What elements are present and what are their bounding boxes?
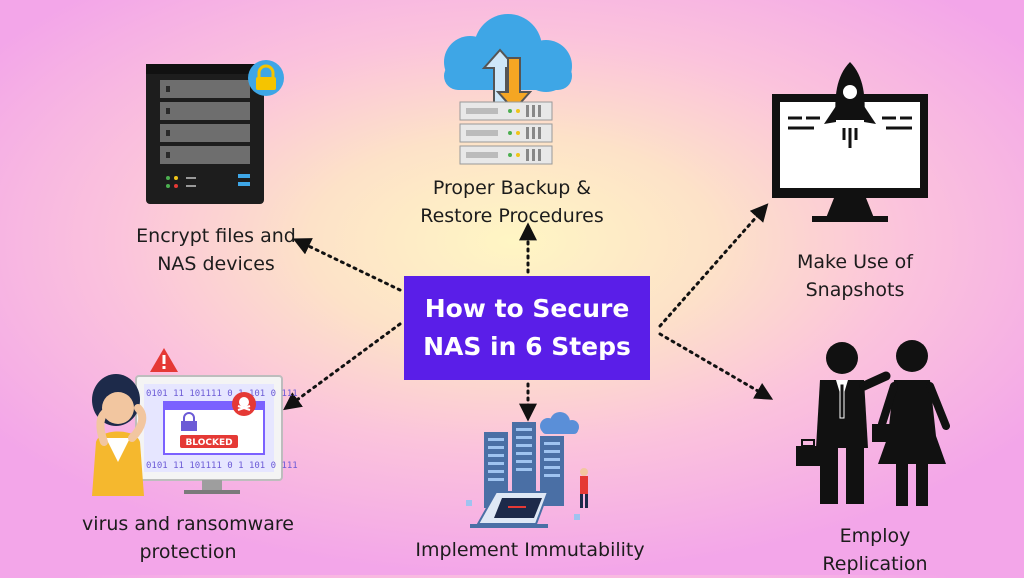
replication-label: Employ Replication xyxy=(780,522,970,578)
encrypt-label-line1: Encrypt files and xyxy=(136,225,296,247)
backup-label: Proper Backup & Restore Procedures xyxy=(388,174,636,230)
snapshots-label-line1: Make Use of xyxy=(797,251,913,273)
business-people-icon xyxy=(796,340,950,506)
virus-label-line2: protection xyxy=(139,541,237,563)
datacenter-icon xyxy=(466,412,588,528)
immutability-label-line1: Implement Immutability xyxy=(415,539,645,561)
arrow-to-replication xyxy=(658,332,774,400)
blocked-computer-icon: 0101 11 101111 0 1 101 0 111 0101 11 101… xyxy=(92,348,298,496)
replication-label-line2: Replication xyxy=(822,553,928,575)
immutability-label: Implement Immutability xyxy=(396,536,664,564)
binary-text-top: 0101 11 101111 0 1 101 0 111 xyxy=(146,389,298,399)
snapshots-label: Make Use of Snapshots xyxy=(760,248,950,304)
replication-label-line1: Employ xyxy=(839,525,911,547)
arrow-to-encrypt xyxy=(292,238,402,292)
snapshots-label-line2: Snapshots xyxy=(805,279,905,301)
virus-label-line1: virus and ransomware xyxy=(82,513,294,535)
blocked-text: BLOCKED xyxy=(185,438,232,448)
encrypt-label-line2: NAS devices xyxy=(157,253,275,275)
encrypt-label: Encrypt files and NAS devices xyxy=(88,222,344,278)
backup-label-line1: Proper Backup & xyxy=(432,177,592,199)
virus-label: virus and ransomware protection xyxy=(60,510,316,566)
nas-lock-icon xyxy=(146,60,284,204)
backup-label-line2: Restore Procedures xyxy=(420,205,604,227)
center-title-line2: NAS in 6 Steps xyxy=(423,332,631,361)
cloud-backup-icon xyxy=(444,14,572,165)
binary-text-bottom: 0101 11 101111 0 1 101 0 111 xyxy=(146,461,298,471)
arrow-to-snapshots xyxy=(658,203,769,328)
center-title-box: How to Secure NAS in 6 Steps xyxy=(404,276,650,380)
arrow-to-virus xyxy=(283,322,402,411)
rocket-monitor-icon xyxy=(772,62,928,222)
center-title-line1: How to Secure xyxy=(424,294,630,323)
